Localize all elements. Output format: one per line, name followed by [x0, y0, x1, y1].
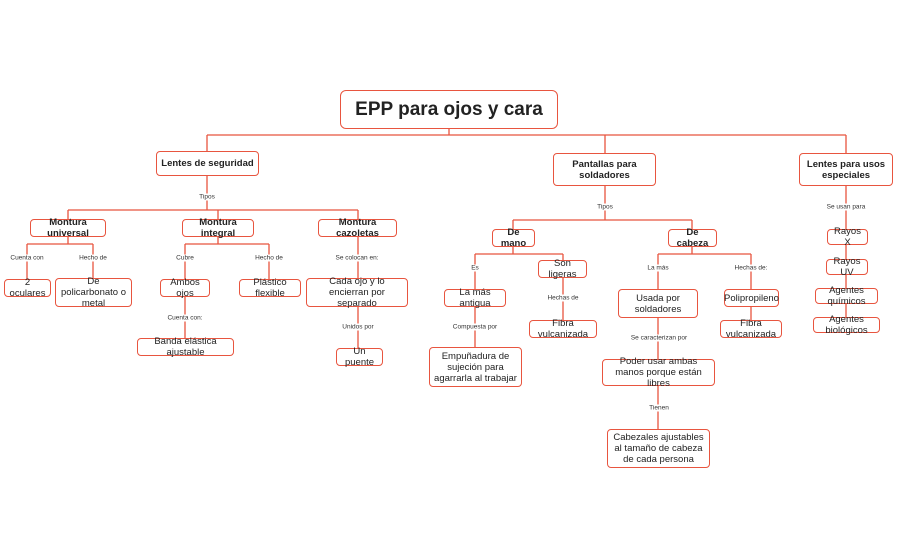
label-compuesta-por: Compuesta por — [451, 323, 499, 331]
node-cabezales-ajustables[interactable]: Cabezales ajustables al tamaño de cabeza… — [607, 429, 710, 468]
label-se-caracterizan-por: Se caracterizan por — [629, 334, 689, 342]
label-unidos-por: Unidos por — [341, 323, 375, 331]
node-montura-universal[interactable]: Montura universal — [30, 217, 106, 239]
label-tipos-pantallas: Tipos — [596, 203, 614, 211]
label-cubre: Cubre — [175, 254, 195, 262]
node-rayos-uv[interactable]: Rayos UV — [826, 256, 868, 278]
label-hechas-de-mano: Hechas de — [546, 294, 580, 302]
node-plastico-flexible[interactable]: Plástico flexible — [239, 277, 301, 299]
label-se-usan-para: Se usan para — [825, 203, 867, 211]
label-es: Es — [470, 264, 480, 272]
node-usada-por-soldadores[interactable]: Usada por soldadores — [618, 289, 698, 318]
node-cada-ojo[interactable]: Cada ojo y lo encierran por separado — [306, 276, 408, 309]
node-de-mano[interactable]: De mano — [492, 227, 535, 249]
label-se-colocan-en: Se colocan en: — [334, 254, 380, 262]
node-fibra-vulcanizada-mano[interactable]: Fibra vulcanizada — [529, 318, 597, 340]
node-pantallas-soldadores[interactable]: Pantallas para soldadores — [553, 153, 656, 186]
node-rayos-x[interactable]: Rayos X — [827, 226, 868, 248]
node-poder-usar-ambas-manos[interactable]: Poder usar ambas manos porque están libr… — [602, 356, 715, 389]
label-hechas-de-cabeza: Hechas de: — [733, 264, 769, 272]
label-cuenta-con: Cuenta con — [9, 254, 45, 262]
node-empunadura[interactable]: Empuñadura de sujeción para agarrarla al… — [429, 347, 522, 387]
label-hecho-de-integral: Hecho de — [254, 254, 284, 262]
node-policarbonato[interactable]: De policarbonato o metal — [55, 276, 132, 309]
label-cuenta-con-2: Cuenta con: — [166, 314, 204, 322]
node-de-cabeza[interactable]: De cabeza — [668, 227, 717, 249]
node-agentes-biologicos[interactable]: Agentes biológicos — [813, 314, 880, 336]
node-la-mas-antigua[interactable]: La más antigua — [444, 287, 506, 309]
node-montura-cazoletas[interactable]: Montura cazoletas — [318, 217, 397, 239]
root-node[interactable]: EPP para ojos y cara — [340, 90, 558, 129]
node-banda-elastica[interactable]: Banda elástica ajustable — [137, 336, 234, 358]
node-son-ligeras[interactable]: Son ligeras — [538, 258, 587, 280]
label-tipos-lentes: Tipos — [198, 193, 216, 201]
label-la-mas: La más — [646, 264, 670, 272]
node-ambos-ojos[interactable]: Ambos ojos — [160, 277, 210, 299]
node-polipropileno[interactable]: Polipropileno — [724, 289, 779, 307]
node-un-puente[interactable]: Un puente — [336, 346, 383, 368]
node-fibra-vulcanizada-cabeza[interactable]: Fibra vulcanizada — [720, 318, 782, 340]
node-lentes-seguridad[interactable]: Lentes de seguridad — [156, 151, 259, 176]
node-2-oculares[interactable]: 2 oculares — [4, 277, 51, 299]
node-lentes-usos-especiales[interactable]: Lentes para usos especiales — [799, 153, 893, 186]
node-agentes-quimicos[interactable]: Agentes químicos — [815, 285, 878, 307]
label-hecho-de-universal: Hecho de — [78, 254, 108, 262]
node-montura-integral[interactable]: Montura integral — [182, 217, 254, 239]
label-tienen: Tienen — [648, 404, 670, 412]
